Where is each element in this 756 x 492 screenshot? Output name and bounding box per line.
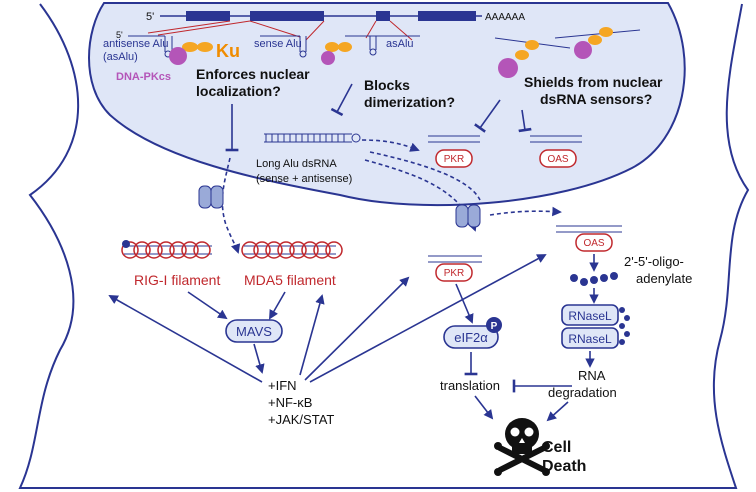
pkr-to-eif2a-arrow <box>455 283 474 324</box>
mda5-label: MDA5 filament <box>244 272 336 288</box>
rna-degradation-label-line2: degradation <box>548 385 617 400</box>
dsrna-on-pkr-cytoplasm <box>428 255 482 263</box>
nfkb-label: +NF-κB <box>268 395 312 410</box>
antisense-alu-abbr: (asAlu) <box>103 51 138 63</box>
antisense-alu-label: antisense Alu <box>103 38 168 50</box>
oas-cytoplasm-badge <box>575 233 613 252</box>
enforces-label-line1: Enforces nuclear <box>196 66 310 82</box>
nuclear-pore-right <box>455 204 481 228</box>
rig-i-filament <box>121 240 212 259</box>
ifn-label: +IFN <box>268 378 297 393</box>
mavs-label: MAVS <box>236 324 272 339</box>
nuclear-pore-left <box>198 185 224 209</box>
dna-pkcs-label: DNA-PKcs <box>116 71 171 83</box>
nucleus <box>88 1 686 207</box>
shields-label-line2: dsRNA sensors? <box>540 91 652 107</box>
long-alu-label-line1: Long Alu dsRNA <box>256 158 337 170</box>
translation-label: translation <box>440 378 500 393</box>
pkr-nucleus-label: PKR <box>444 154 465 165</box>
oas-nucleus-label: OAS <box>547 154 568 165</box>
blocks-label-line1: Blocks <box>364 77 410 93</box>
as-alu-label: asAlu <box>386 38 414 50</box>
signaling-arrows <box>108 254 547 383</box>
polya-tail-label: AAAAAA <box>485 12 525 23</box>
ku-complex-right-1 <box>498 40 539 78</box>
rnasel-bottom <box>561 327 619 349</box>
rig-i-label: RIG-I filament <box>134 272 220 288</box>
rnasel-bound-oligoa <box>619 307 630 345</box>
dsrna-on-sensors-nucleus <box>428 135 582 143</box>
enforces-label-line2: localization? <box>196 83 281 99</box>
pkr-nucleus-badge <box>435 149 473 168</box>
pkr-cytoplasm-label: PKR <box>444 268 465 279</box>
sense-alu-label: sense Alu <box>254 38 302 50</box>
eif2a-label: eIF2α <box>454 330 488 345</box>
ku-label: Ku <box>216 41 240 61</box>
mavs-node <box>225 319 283 343</box>
dsrna-on-oas-cytoplasm <box>556 225 622 233</box>
ku-complex-right-2 <box>574 27 613 59</box>
phospho-badge <box>486 317 502 333</box>
phospho-label: P <box>491 321 498 332</box>
oligoa-label-line1: 2'-5'-oligo- <box>624 254 684 269</box>
eif2a-node <box>443 325 499 349</box>
death-arrows <box>474 395 569 422</box>
cell-death-label-line1: Cell <box>542 439 571 456</box>
blocks-label-line2: dimerization? <box>364 94 455 110</box>
oas-cytoplasm-label: OAS <box>583 238 604 249</box>
pkr-cytoplasm-badge <box>435 263 473 282</box>
long-alu-label-line2: (sense + antisense) <box>256 173 352 185</box>
oligoadenylate-chain <box>570 272 618 286</box>
shields-label-line1: Shields from nuclear <box>524 74 663 90</box>
jakstat-label: +JAK/STAT <box>268 412 334 427</box>
oas-nucleus-badge <box>539 149 577 168</box>
rnasel-top-label: RNaseL <box>568 309 612 323</box>
cell-death-label-line2: Death <box>542 458 586 475</box>
alu-hairpins <box>128 29 641 58</box>
gene-track <box>147 11 482 41</box>
ku-complex-middle <box>321 42 352 65</box>
alu-5prime-label: 5' <box>116 30 123 40</box>
cell-membrane <box>18 3 750 489</box>
oligoa-label-line2: adenylate <box>636 271 692 286</box>
skull-crossbones-icon <box>494 418 550 476</box>
long-alu-dsrna-nucleus <box>264 133 361 143</box>
gene-5prime-label: 5' <box>146 11 154 23</box>
rnasel-bottom-label: RNaseL <box>568 332 612 346</box>
rna-degradation-label-line1: RNA <box>578 368 606 383</box>
inhibition-arrows-nucleus <box>225 83 532 152</box>
rnasel-top <box>561 304 619 326</box>
mda5-filament <box>241 241 343 259</box>
ku-complex-left <box>169 42 213 65</box>
